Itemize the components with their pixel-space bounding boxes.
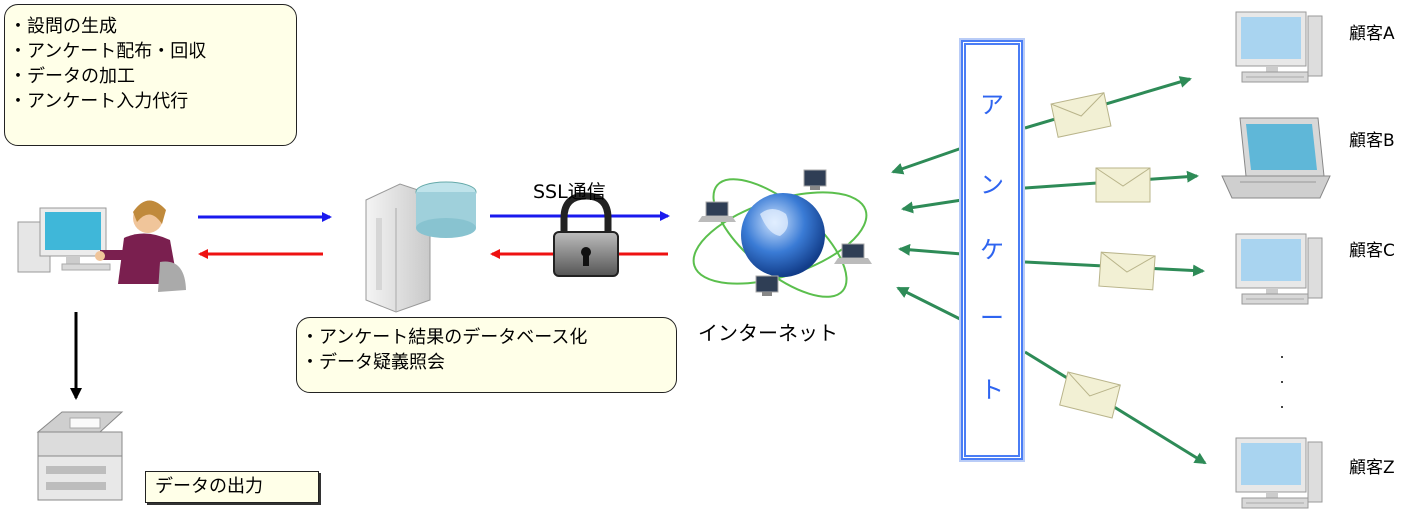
survey-char: ア xyxy=(980,91,1004,119)
ellipsis-dot xyxy=(1281,406,1283,408)
survey-char: ト xyxy=(980,376,1004,404)
survey-banner: ア ン ケ ー ト xyxy=(959,38,1025,462)
internet-label: インターネット xyxy=(698,321,838,345)
tasks-line: ・データの加工 xyxy=(9,66,135,87)
survey-char: ケ xyxy=(980,236,1004,264)
database-box: ・アンケート結果のデータベース化 ・データ疑義照会 xyxy=(296,317,677,393)
tasks-line: ・設問の生成 xyxy=(9,16,117,37)
envelope-icon xyxy=(1050,92,1156,419)
survey-char: ン xyxy=(980,171,1004,199)
ellipsis-dot xyxy=(1281,381,1283,383)
operator-icon xyxy=(17,200,186,292)
customer-label: 顧客C xyxy=(1349,241,1395,261)
desktop-computer-icon xyxy=(1235,11,1323,83)
desktop-computer-icon xyxy=(1235,437,1323,509)
laptop-icon xyxy=(1221,117,1331,199)
survey-char: ー xyxy=(980,304,1004,332)
customer-label: 顧客B xyxy=(1349,131,1395,151)
printer-icon xyxy=(36,411,124,501)
output-label: データの出力 xyxy=(145,471,319,503)
database-line: ・アンケート結果のデータベース化 xyxy=(301,327,588,348)
ssl-label: SSL通信 xyxy=(533,181,606,203)
tasks-box: ・設問の生成 ・アンケート配布・回収 ・データの加工 ・アンケート入力代行 xyxy=(4,4,297,146)
database-line: ・データ疑義照会 xyxy=(301,352,445,373)
tasks-line: ・アンケート入力代行 xyxy=(9,91,189,112)
customer-label: 顧客Z xyxy=(1349,458,1395,478)
ellipsis-dot xyxy=(1281,356,1283,358)
customer-label: 顧客A xyxy=(1349,24,1395,44)
globe-network-icon xyxy=(692,169,872,298)
desktop-computer-icon xyxy=(1235,233,1323,305)
server-icon xyxy=(365,181,477,313)
padlock-icon xyxy=(553,192,619,277)
tasks-line: ・アンケート配布・回収 xyxy=(9,41,207,62)
